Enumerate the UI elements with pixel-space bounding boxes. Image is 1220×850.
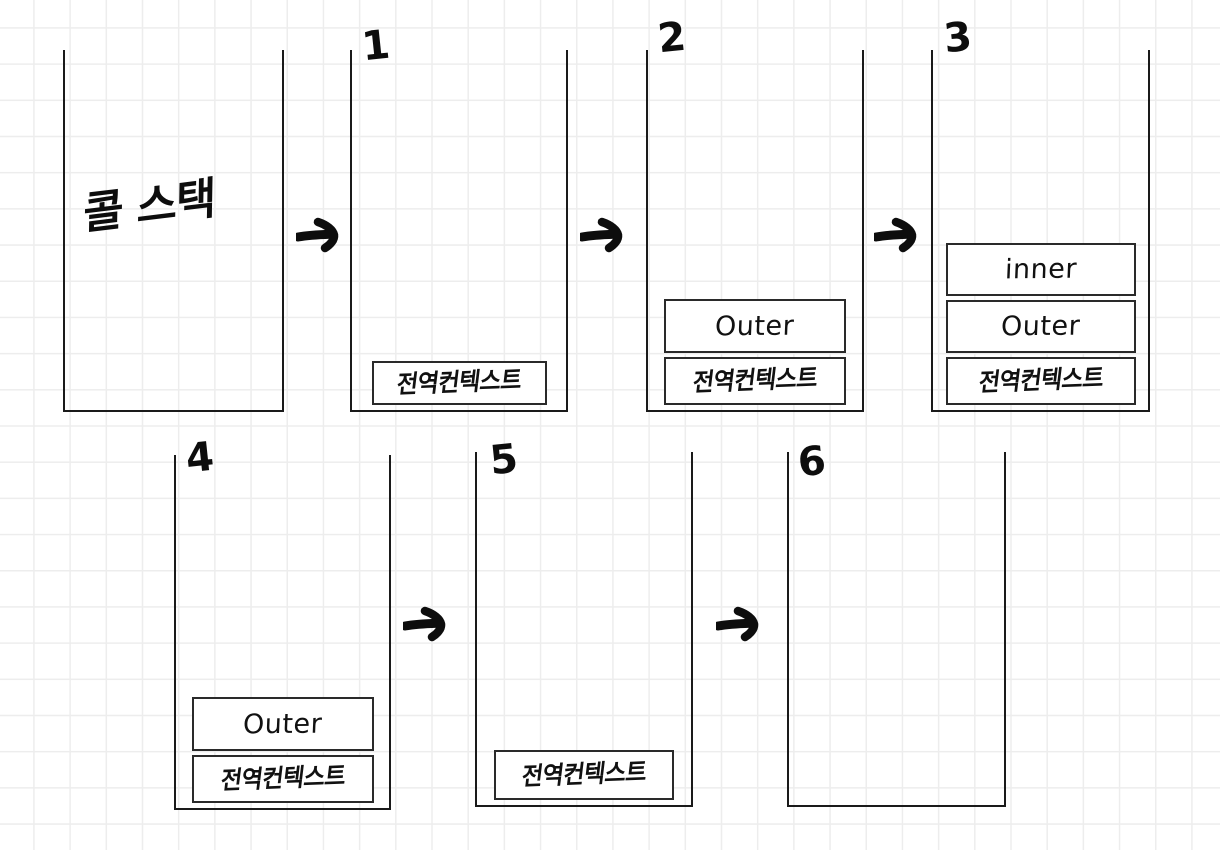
stack-frame-global-1: 전역컨텍스트 <box>371 361 547 405</box>
stack-frame-global-2: 전역컨텍스트 <box>664 357 846 405</box>
stack-frame-global-5: 전역컨텍스트 <box>494 750 674 800</box>
arrow-icon-4-5 <box>400 600 449 650</box>
stack-panel-4: Outer 전역컨텍스트 <box>174 455 391 810</box>
arrow-icon-5-6 <box>713 600 762 650</box>
stack-frame-label: inner <box>1003 253 1078 286</box>
stack-title-label: 콜 스택 <box>82 172 216 241</box>
arrow-icon-2-3 <box>871 211 920 261</box>
stack-frame-outer-4: Outer <box>191 697 374 751</box>
stack-frame-global-3: 전역컨텍스트 <box>945 357 1136 405</box>
stack-frame-label: Outer <box>1000 310 1081 343</box>
stack-frame-inner-3: inner <box>945 243 1136 296</box>
stack-frame-label: Outer <box>714 310 796 342</box>
stack-frame-global-4: 전역컨텍스트 <box>191 755 374 803</box>
stack-panel-title: 콜 스택 <box>63 50 284 412</box>
stack-frame-label: 전역컨텍스트 <box>976 364 1105 397</box>
arrow-icon-1-2 <box>577 211 626 261</box>
stack-frame-label: 전역컨텍스트 <box>520 758 649 791</box>
stack-panel-6 <box>787 452 1006 807</box>
stack-frame-outer-3: Outer <box>945 300 1136 353</box>
stack-panel-5: 전역컨텍스트 <box>475 452 693 807</box>
stack-frame-label: 전역컨텍스트 <box>395 366 524 399</box>
stack-frame-label: Outer <box>242 708 323 740</box>
stack-frame-label: 전역컨텍스트 <box>218 762 347 795</box>
stack-frame-outer-2: Outer <box>664 299 846 353</box>
stack-panel-2: Outer 전역컨텍스트 <box>646 50 864 412</box>
stack-panel-3: inner Outer 전역컨텍스트 <box>931 50 1150 412</box>
stack-frame-label: 전역컨텍스트 <box>691 364 820 397</box>
stack-panel-1: 전역컨텍스트 <box>350 50 568 412</box>
arrow-icon-0-1 <box>293 211 342 261</box>
